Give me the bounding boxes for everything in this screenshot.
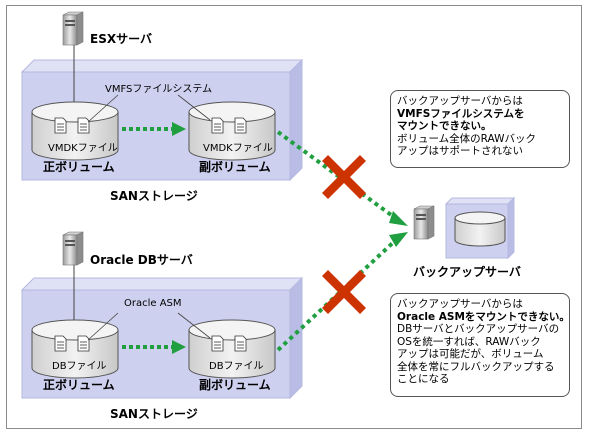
note-line: バックアップサーバからは (397, 298, 523, 310)
top-filesystem-label: VMFSファイルシステム (105, 84, 213, 95)
document-icon (54, 117, 67, 134)
bottom-filesystem-label: Oracle ASM (124, 298, 182, 309)
note-line: 全体を常にフルバックアップする (397, 360, 555, 373)
document-icon (234, 117, 247, 134)
note-bottom: バックアップサーバからは Oracle ASMをマウントできない。 DBサーバと… (390, 293, 570, 397)
note-line: バックアップサーバからは (397, 95, 523, 107)
note-line: アップはサポートされない (397, 145, 523, 157)
note-line: アップは可能だが、ボリューム (397, 348, 544, 360)
disk-cylinder-icon (188, 319, 276, 379)
disk-cylinder-icon (188, 101, 276, 161)
callout-line (177, 312, 211, 339)
backup-server-label: バックアップサーバ (413, 265, 521, 279)
esx-server-label: ESXサーバ (90, 32, 152, 46)
bottom-primary-volume-label: 正ボリューム (43, 378, 115, 392)
bottom-secondary-volume-label: 副ボリューム (199, 378, 271, 392)
disk-cylinder-icon (31, 101, 119, 161)
top-secondary-file-label: VMDKファイル (203, 143, 273, 154)
top-primary-file-label: VMDKファイル (48, 143, 118, 154)
disk-cylinder-icon (454, 211, 506, 247)
callout-line (87, 94, 119, 123)
note-line: ボリューム全体のRAWバック (397, 132, 537, 145)
document-icon (211, 117, 224, 134)
copy-arrow (122, 122, 186, 136)
top-storage-label: SANストレージ (110, 189, 198, 203)
bottom-storage-label: SANストレージ (110, 407, 198, 421)
note-line: VMFSファイルシステムを (397, 107, 525, 120)
server-icon (62, 231, 84, 266)
top-primary-volume-label: 正ボリューム (43, 160, 115, 174)
document-icon (77, 335, 90, 352)
note-line: Oracle ASMをマウントできない。 (397, 310, 570, 323)
server-icon (62, 11, 84, 46)
oracle-server-label: Oracle DBサーバ (90, 253, 193, 267)
top-secondary-volume-label: 副ボリューム (199, 160, 271, 174)
document-icon (77, 117, 90, 134)
note-line: DBサーバとバックアップサーバの (397, 323, 560, 335)
document-icon (234, 335, 247, 352)
callout-line (177, 94, 211, 121)
document-icon (211, 335, 224, 352)
red-cross-icon (322, 155, 366, 199)
callout-line (87, 312, 119, 341)
server-icon (413, 205, 435, 240)
bottom-secondary-file-label: DBファイル (209, 361, 264, 372)
bottom-primary-file-label: DBファイル (52, 361, 107, 372)
red-cross-icon (322, 270, 366, 314)
note-top: バックアップサーバからは VMFSファイルシステムを マウントできない。 ボリュ… (390, 90, 570, 168)
document-icon (54, 335, 67, 352)
copy-arrow (122, 340, 186, 354)
note-line: OSを統一すれば、RAWバック (397, 335, 541, 348)
disk-cylinder-icon (31, 319, 119, 379)
note-line: ことになる (397, 373, 450, 385)
note-line: マウントできない。 (397, 120, 492, 132)
document-icons (54, 117, 247, 352)
